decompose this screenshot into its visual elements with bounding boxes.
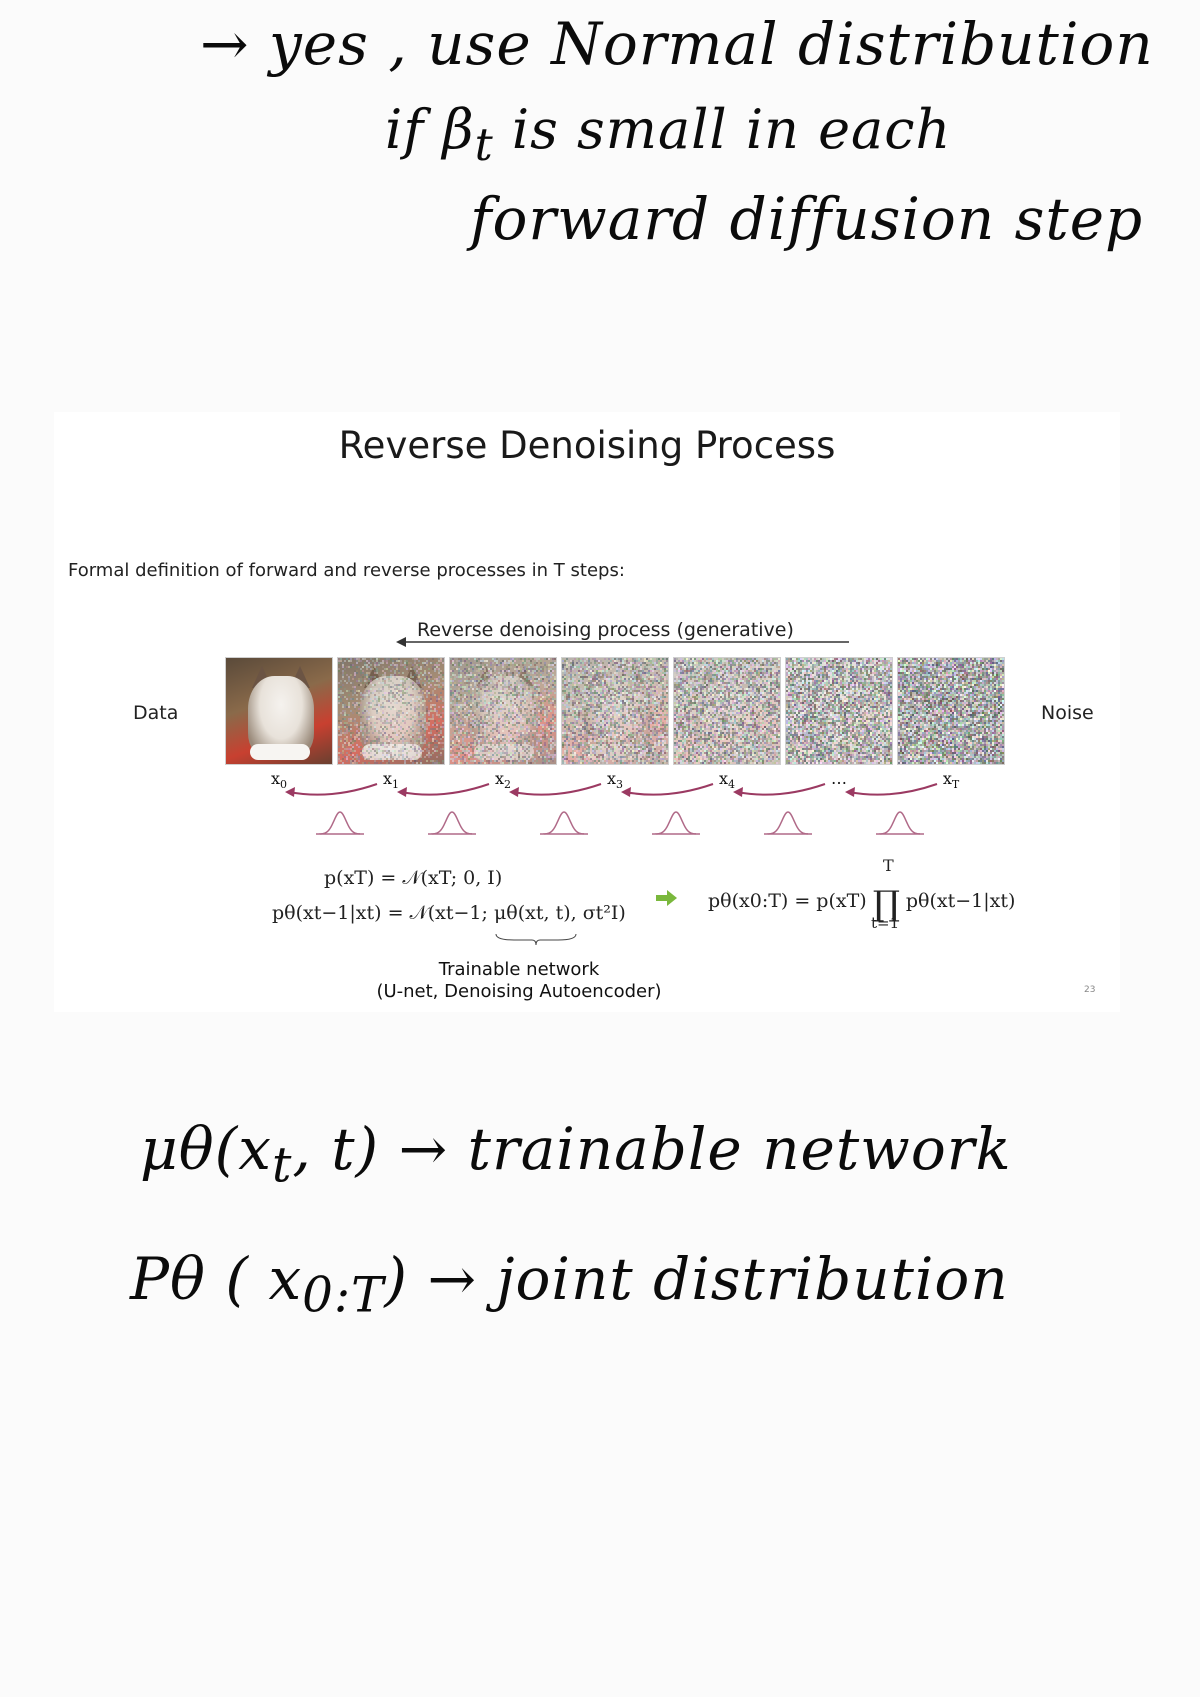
reverse-arrow-icon bbox=[396, 637, 849, 647]
x-label-3: x3 bbox=[606, 769, 624, 792]
handwritten-note-joint-distribution: Pθ ( x0:T) → joint distribution bbox=[130, 1245, 1009, 1324]
frame-x5 bbox=[785, 657, 893, 765]
green-arrow-icon bbox=[656, 890, 677, 906]
arrowhead-icon bbox=[621, 787, 631, 797]
x-label-5: … bbox=[831, 769, 847, 788]
arrowhead-icon bbox=[845, 787, 855, 797]
frame-x2 bbox=[449, 657, 557, 765]
frame-x3 bbox=[561, 657, 669, 765]
arrowhead-icon bbox=[285, 787, 295, 797]
trainable-network-caption: Trainable network (U-net, Denoising Auto… bbox=[376, 959, 662, 1002]
reverse-step-arrow bbox=[288, 783, 378, 796]
reverse-step-arrow bbox=[400, 783, 490, 796]
slide-subtitle: Formal definition of forward and reverse… bbox=[68, 560, 625, 581]
reverse-step-arrow bbox=[848, 783, 938, 796]
x-label-2: x2 bbox=[494, 769, 512, 792]
arrowhead-icon bbox=[509, 787, 519, 797]
gaussian-icon bbox=[655, 811, 697, 835]
noise-label: Noise bbox=[1041, 702, 1094, 724]
data-label: Data bbox=[133, 702, 179, 724]
reverse-step-arrow bbox=[512, 783, 602, 796]
underbrace-icon bbox=[495, 933, 577, 946]
handwritten-note-trainable-network: μθ(xt, t) → trainable network bbox=[140, 1115, 1012, 1194]
page-number: 23 bbox=[1084, 985, 1096, 995]
arrowhead-icon bbox=[397, 787, 407, 797]
gaussian-icon bbox=[879, 811, 921, 835]
frame-x4 bbox=[673, 657, 781, 765]
slide-reverse-denoising: Reverse Denoising Process Formal definit… bbox=[54, 412, 1120, 1012]
reverse-step-arrow bbox=[624, 783, 714, 796]
handwritten-note-beta-small: if βt is small in each bbox=[385, 98, 952, 171]
reverse-process-label: Reverse denoising process (generative) bbox=[417, 619, 794, 641]
x-label-4: x4 bbox=[718, 769, 736, 792]
arrowhead-icon bbox=[733, 787, 743, 797]
handwritten-note-forward-step: forward diffusion step bbox=[470, 185, 1144, 253]
x-label-6: xT bbox=[942, 769, 960, 792]
equation-joint: pθ(x0:T) = p(xT) ∏ pθ(xt−1|xt) T t=1 bbox=[708, 856, 1016, 932]
frame-x1 bbox=[337, 657, 445, 765]
gaussian-icon bbox=[543, 811, 585, 835]
reverse-step-arrow bbox=[736, 783, 826, 796]
denoising-frames bbox=[225, 657, 1009, 765]
frame-x6 bbox=[897, 657, 1005, 765]
slide-title: Reverse Denoising Process bbox=[338, 424, 836, 467]
x-label-1: x1 bbox=[382, 769, 400, 792]
reverse-transition-arrows bbox=[285, 783, 938, 835]
gaussian-icon bbox=[767, 811, 809, 835]
gaussian-icon bbox=[319, 811, 361, 835]
equation-reverse-step: pθ(xt−1|xt) = 𝒩(xt−1; μθ(xt, t), σt²I) bbox=[272, 902, 626, 924]
gaussian-icon bbox=[431, 811, 473, 835]
frame-x0 bbox=[225, 657, 333, 765]
handwritten-note-normal-distribution: → yes , use Normal distribution bbox=[200, 10, 1154, 78]
x-label-0: x0 bbox=[270, 769, 288, 792]
equation-prior: p(xT) = 𝒩(xT; 0, I) bbox=[324, 867, 503, 889]
